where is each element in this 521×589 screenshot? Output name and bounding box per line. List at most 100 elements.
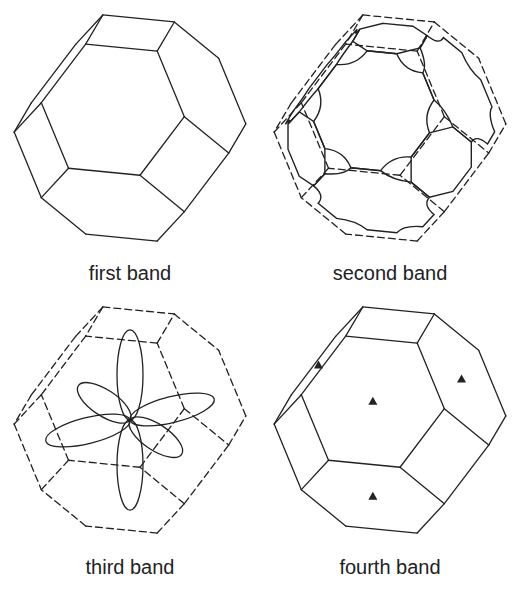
zone-edge [274, 395, 291, 424]
zone-edge [400, 409, 444, 468]
zone-edge-dashed [69, 460, 141, 467]
zone-edge-dashed [479, 58, 506, 124]
zone-edge-dashed [41, 336, 85, 395]
band-caption: third band [86, 556, 175, 578]
zone-edge-dashed [219, 350, 246, 416]
zone-edge [417, 314, 434, 343]
zone-edge-dashed [400, 175, 444, 211]
zone-edge-dashed [444, 153, 488, 212]
band-caption: fourth band [339, 556, 440, 578]
zone-edge-dashed [184, 409, 228, 445]
zone-edge [140, 117, 184, 176]
zone-edge-dashed [31, 336, 75, 395]
third-band-zone [14, 307, 246, 533]
zone-edge [274, 424, 301, 490]
zone-edge [184, 117, 228, 153]
hole-pocket [368, 492, 377, 500]
zone-edge [184, 153, 228, 212]
zone-edge [434, 314, 478, 350]
zone-edge [14, 132, 41, 198]
zone-edge [69, 168, 141, 175]
zone-edge-dashed [41, 460, 68, 489]
zone-edge [140, 175, 184, 211]
zone-edge [174, 22, 218, 58]
fermi-surface [353, 23, 427, 53]
hole-pocket [368, 397, 377, 405]
zone-edge [31, 44, 75, 103]
fermi-lobe [117, 330, 143, 420]
zone-edge-dashed [14, 395, 41, 424]
fourth-band-zone [274, 307, 506, 533]
zone-edge-dashed [301, 198, 345, 234]
zone-edge [479, 350, 506, 416]
zone-edge [301, 395, 328, 461]
zone-edge-dashed [184, 445, 228, 504]
zone-edge [41, 103, 68, 169]
zone-edge [86, 15, 103, 44]
zone-edge [219, 58, 246, 124]
zone-edge-dashed [140, 409, 184, 468]
zone-edge-dashed [76, 307, 103, 336]
zone-edge-dashed [157, 504, 184, 533]
band-caption: second band [333, 262, 448, 284]
zone-edge [41, 44, 85, 103]
zone-edge-dashed [140, 467, 184, 503]
second-band-zone [274, 15, 506, 241]
zone-edge [291, 336, 335, 395]
zone-edge [157, 212, 184, 241]
fermi-surface [314, 168, 434, 233]
fermi-lobe [127, 386, 218, 432]
zone-edge [229, 124, 246, 153]
zone-edge-dashed [14, 424, 41, 490]
zone-edge [301, 460, 328, 489]
fermi-surface [411, 127, 471, 197]
zone-edge [346, 526, 418, 533]
band-caption: first band [89, 262, 171, 284]
zone-edge [346, 307, 363, 336]
zone-edge [400, 467, 444, 503]
zone-edge [301, 490, 345, 526]
zone-edge-dashed [346, 44, 418, 51]
zone-edge [86, 44, 158, 51]
fermi-surface [314, 51, 434, 171]
fermi-surface [285, 29, 359, 124]
zone-edge-dashed [363, 15, 435, 22]
zone-edge [157, 51, 184, 117]
zone-edge-dashed [14, 395, 31, 424]
zone-edge [86, 234, 158, 241]
zone-edge [76, 15, 103, 44]
zone-edge [41, 198, 85, 234]
zone-edge-dashed [86, 526, 158, 533]
zone-edge [14, 103, 31, 132]
zone-edge-dashed [41, 395, 68, 461]
zone-edge [274, 395, 301, 424]
zone-edge-dashed [346, 234, 418, 241]
zone-edge-dashed [41, 490, 85, 526]
zone-edge [363, 307, 435, 314]
zone-edge [301, 336, 345, 395]
zone-edge [417, 343, 444, 409]
zone-edge-dashed [229, 416, 246, 445]
zone-edge [329, 460, 401, 467]
zone-edge [41, 168, 68, 197]
zone-edge [336, 307, 363, 336]
zone-edge [489, 416, 506, 445]
fermi-lobe [43, 407, 134, 453]
zone-edge [157, 22, 174, 51]
fermi-surface [288, 112, 325, 186]
zone-edge [346, 336, 418, 343]
zone-edge [444, 445, 488, 504]
hole-pocket [314, 361, 323, 369]
zone-edge-dashed [103, 307, 175, 314]
fermi-lobe [71, 375, 137, 431]
hole-pocket [457, 375, 466, 383]
fermi-lobe [117, 420, 143, 510]
fermi-lobe [123, 409, 189, 465]
zone-edge-dashed [400, 117, 444, 176]
fermi-surface [420, 36, 494, 144]
zone-edge-dashed [301, 44, 345, 103]
zone-edge [14, 103, 41, 132]
zone-edge [103, 15, 175, 22]
